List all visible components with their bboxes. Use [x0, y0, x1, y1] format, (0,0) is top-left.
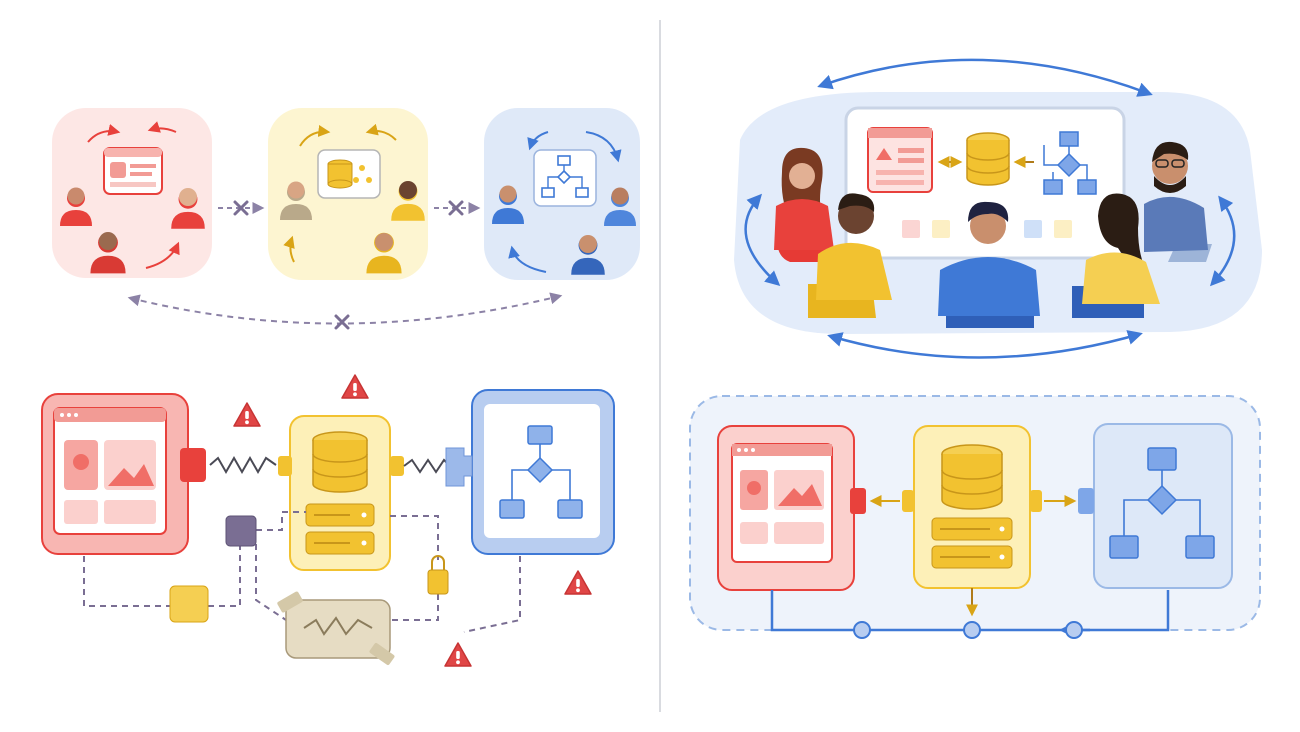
integrated-system — [689, 395, 1261, 639]
sticky-note — [1054, 220, 1072, 238]
database-module-broken — [278, 415, 404, 571]
person-red — [774, 147, 834, 262]
person-blue-center — [938, 201, 1040, 328]
broken-spring-1 — [209, 455, 277, 475]
tangled-connectors — [83, 511, 521, 633]
ui-module-connected — [717, 425, 866, 591]
team-cluster-blue — [484, 108, 640, 280]
broken-link-1 — [218, 200, 265, 216]
broken-link-3 — [127, 292, 563, 330]
padlock-connector — [427, 555, 449, 595]
team-cluster-yellow — [268, 108, 428, 280]
broken-taped-part-icon — [277, 591, 395, 666]
ui-module-broken — [41, 393, 206, 555]
team-cluster-red — [52, 108, 212, 278]
workflow-module-connected — [1078, 423, 1233, 589]
connector-block-purple — [225, 515, 257, 547]
database-module-connected — [902, 425, 1042, 589]
person-blue-right — [1144, 141, 1212, 262]
warning-icon — [444, 642, 472, 667]
bus-node — [853, 621, 871, 639]
warning-icon — [564, 570, 592, 595]
person-yellow-left — [808, 193, 892, 318]
sticky-note — [902, 220, 920, 238]
sticky-note — [932, 220, 950, 238]
person-yellow-right — [1072, 193, 1160, 318]
warning-icon — [341, 374, 369, 399]
meeting-scene — [734, 58, 1262, 359]
shared-bus — [770, 590, 1170, 639]
connector-block-yellow — [169, 585, 209, 623]
bus-node — [963, 621, 981, 639]
workflow-module-broken — [445, 389, 615, 555]
bus-node — [1065, 621, 1083, 639]
broken-link-2 — [434, 200, 481, 216]
sticky-note — [1024, 220, 1042, 238]
broken-spring-2 — [403, 458, 453, 474]
warning-icon — [233, 402, 261, 427]
